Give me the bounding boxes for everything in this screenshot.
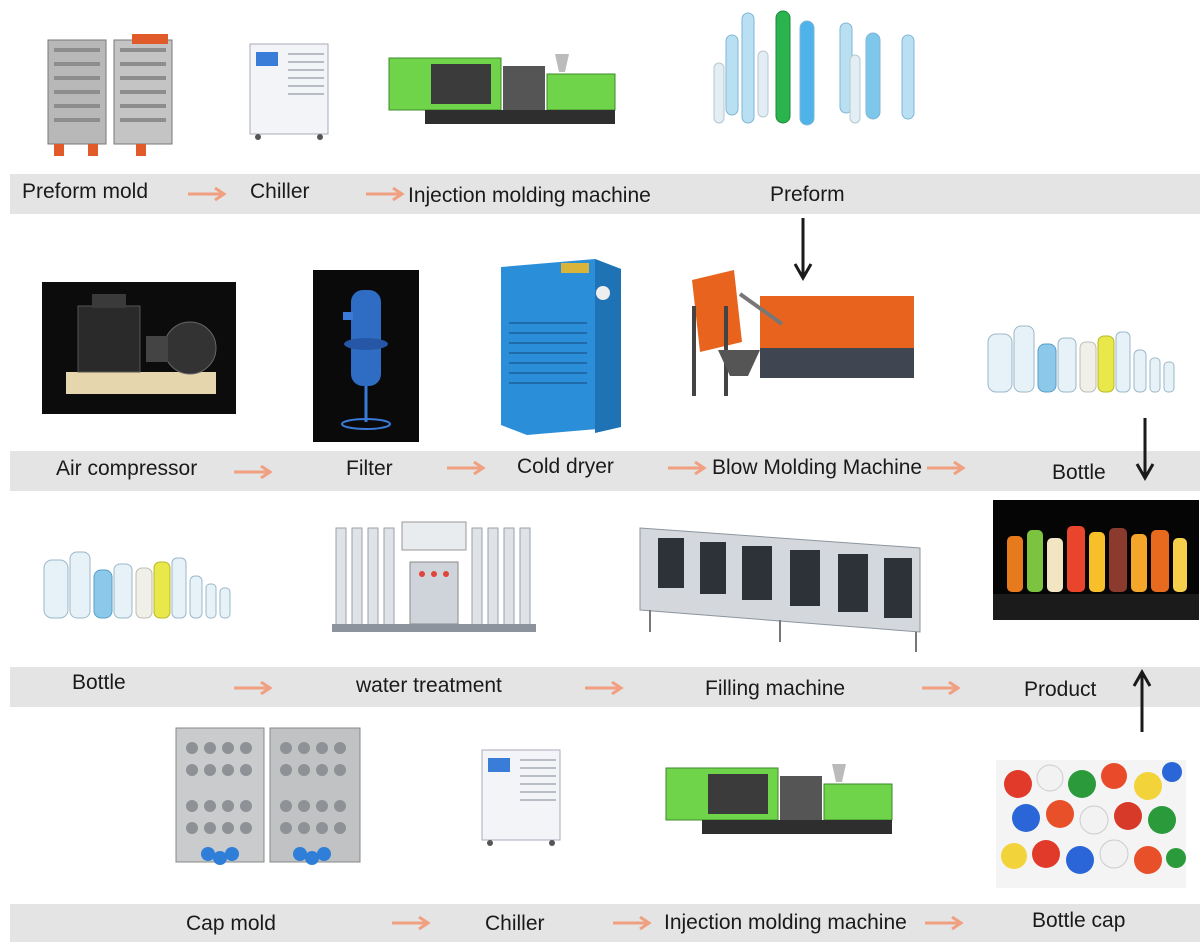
- preform-mold-image: [40, 34, 180, 159]
- blow-machine-icon: [692, 270, 914, 396]
- blow-molding-image: [688, 266, 918, 402]
- bottle-icon: [987, 325, 1175, 393]
- label-bottle: Bottle: [72, 671, 126, 694]
- water-treatment-icon: [332, 521, 536, 632]
- flow-arrow: [927, 461, 965, 475]
- preform-icon: [713, 10, 915, 126]
- label-filter: Filter: [346, 457, 393, 480]
- row-band-2: [10, 451, 1200, 491]
- dryer-icon: [501, 259, 621, 435]
- label-water-treatment: water treatment: [356, 674, 502, 697]
- up-arrow: [1132, 668, 1152, 732]
- filter-image: [313, 270, 419, 442]
- label-bottle: Bottle: [1052, 461, 1106, 484]
- flow-arrow: [922, 681, 960, 695]
- label-bottle-cap: Bottle cap: [1032, 909, 1126, 932]
- chiller-icon: [481, 749, 561, 846]
- bottle-icon: [43, 551, 231, 619]
- filling-machine-image: [630, 514, 930, 654]
- flow-arrow: [366, 187, 404, 201]
- down-arrow: [1135, 418, 1155, 482]
- air-compressor-image: [42, 282, 236, 414]
- flow-arrow: [925, 916, 963, 930]
- flow-arrow: [613, 916, 651, 930]
- chiller-image: [248, 42, 330, 140]
- preform-image: [690, 5, 950, 135]
- bottle-cap-image: [996, 760, 1186, 888]
- bottle-image: [986, 322, 1182, 394]
- injection-machine-image: [385, 46, 620, 128]
- product-image: [993, 500, 1199, 620]
- label-blow-molding-machine: Blow Molding Machine: [712, 456, 923, 479]
- label-cold-dryer: Cold dryer: [517, 455, 614, 478]
- cold-dryer-image: [499, 257, 623, 437]
- injection-machine-image: [662, 756, 897, 838]
- chiller-image: [480, 748, 562, 846]
- flow-arrow: [234, 681, 272, 695]
- bottle-cap-icon: [996, 760, 1186, 888]
- bottle-image: [42, 548, 238, 620]
- label-cap-mold: Cap mold: [186, 912, 276, 935]
- down-arrow: [793, 218, 813, 282]
- cap-mold-image: [174, 726, 362, 868]
- compressor-icon: [42, 282, 236, 414]
- flow-arrow: [447, 461, 485, 475]
- flow-arrow: [188, 187, 226, 201]
- label-injection-molding-machine: Injection molding machine: [408, 184, 651, 207]
- chiller-icon: [249, 43, 329, 140]
- cap-mold-icon: [175, 727, 361, 865]
- label-product: Product: [1024, 678, 1097, 701]
- injection-machine-icon: [665, 764, 893, 834]
- flow-arrow: [234, 465, 272, 479]
- label-preform: Preform: [770, 183, 845, 206]
- row-band-4: [10, 904, 1200, 942]
- flow-arrow: [392, 916, 430, 930]
- label-preform-mold: Preform mold: [22, 180, 149, 203]
- flow-arrow: [585, 681, 623, 695]
- filling-machine-icon: [639, 527, 921, 652]
- water-treatment-image: [330, 512, 538, 636]
- injection-machine-icon: [388, 54, 616, 124]
- label-chiller: Chiller: [485, 912, 545, 935]
- product-icon: [993, 500, 1199, 620]
- label-filling-machine: Filling machine: [705, 677, 846, 700]
- flow-arrow: [668, 461, 706, 475]
- label-air-compressor: Air compressor: [56, 457, 198, 480]
- label-injection-molding-machine: Injection molding machine: [664, 911, 907, 934]
- label-chiller: Chiller: [250, 180, 310, 203]
- filter-icon: [313, 270, 419, 442]
- mold-icon: [47, 34, 173, 156]
